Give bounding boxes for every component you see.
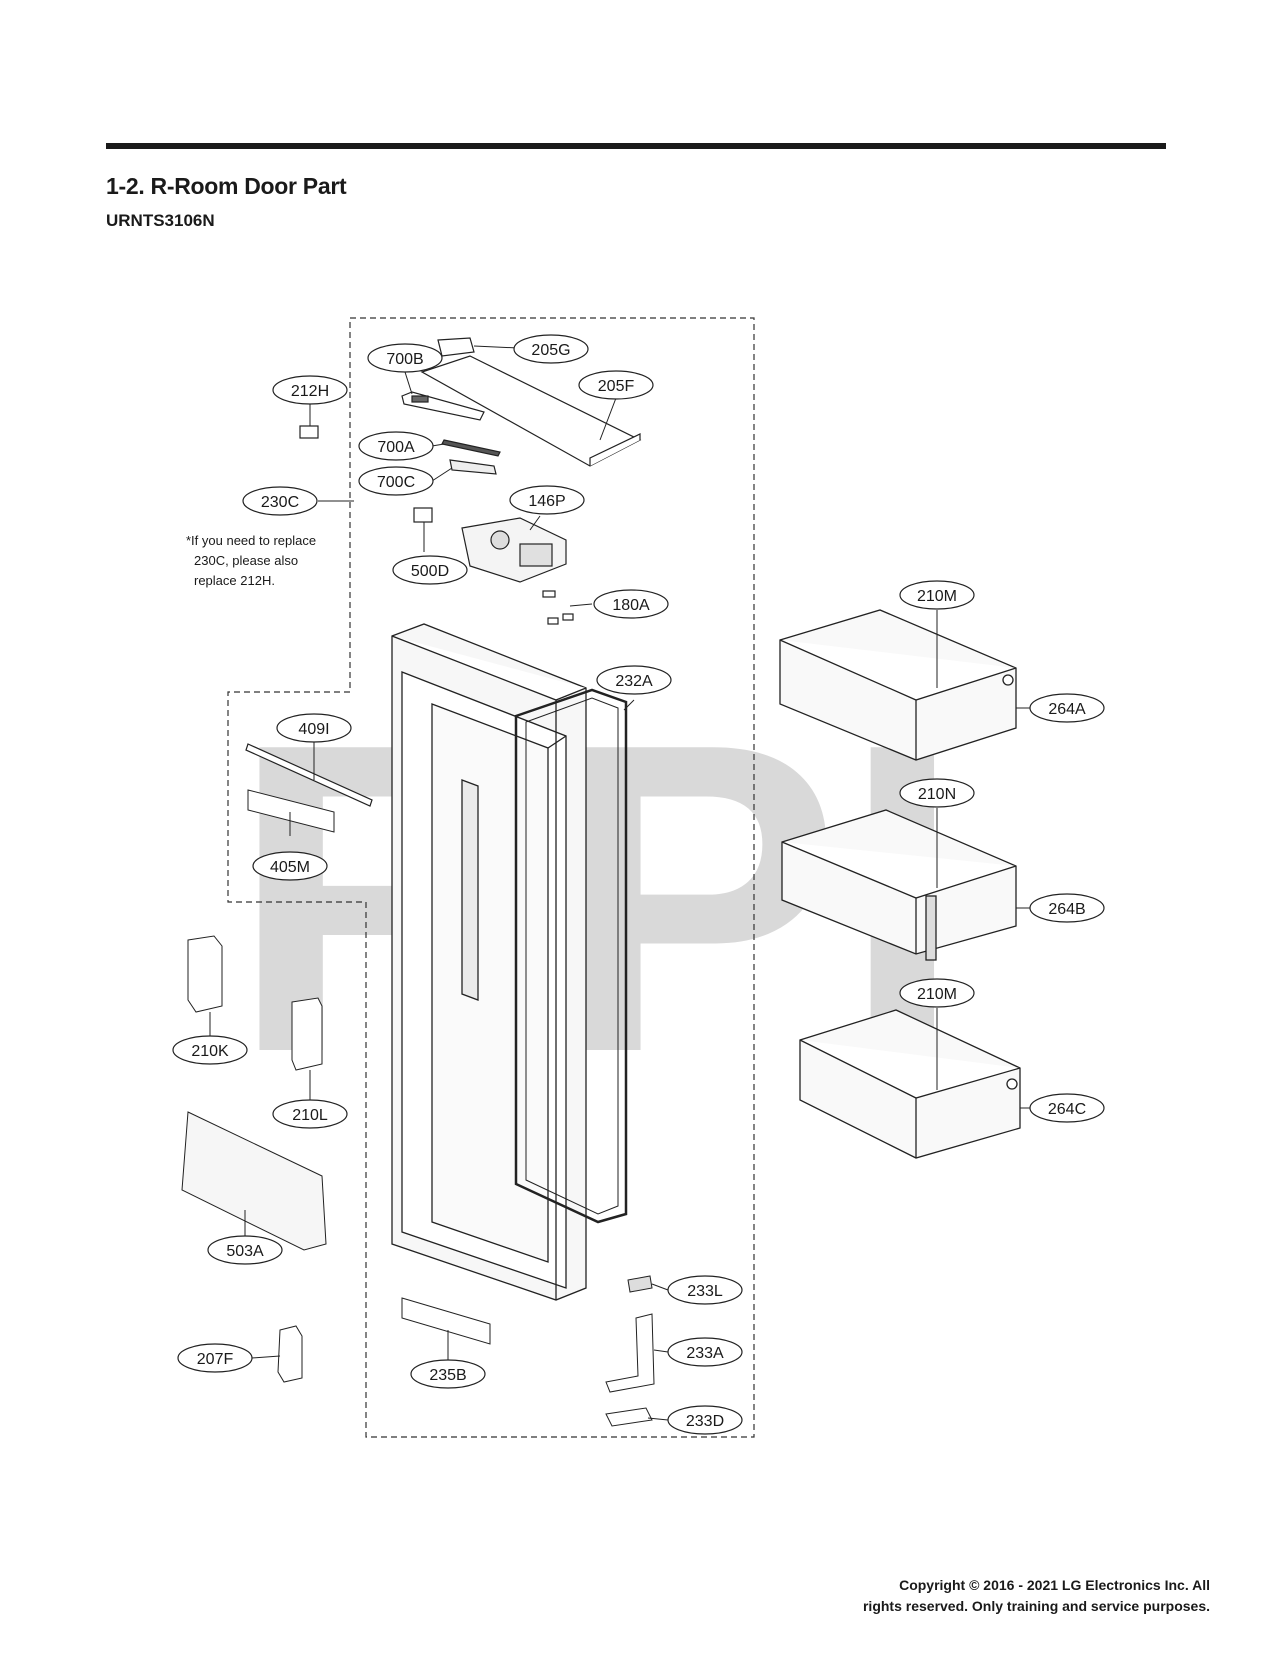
callout-230C: 230C xyxy=(261,494,299,511)
callout-503A: 503A xyxy=(226,1243,264,1260)
top-cover-assembly xyxy=(299,337,642,625)
copyright-line-2: rights reserved. Only training and servi… xyxy=(862,1598,1210,1614)
door-bin-middle xyxy=(781,809,1017,961)
callout-210M-bottom: 210M xyxy=(917,986,957,1003)
callout-212H: 212H xyxy=(291,383,329,400)
note-line-2: 230C, please also xyxy=(194,553,298,568)
callout-500D: 500D xyxy=(411,563,449,580)
part-409I xyxy=(245,743,373,807)
header-rule xyxy=(106,143,1166,149)
part-503A xyxy=(181,1111,327,1251)
part-405M xyxy=(247,789,335,833)
callout-205F: 205F xyxy=(598,378,635,395)
callout-233L: 233L xyxy=(687,1283,723,1300)
callout-146P: 146P xyxy=(528,493,565,510)
callout-205G: 205G xyxy=(531,342,570,359)
callout-207F: 207F xyxy=(197,1351,234,1368)
callout-180A: 180A xyxy=(612,597,650,614)
model-number: URNTS3106N xyxy=(106,211,215,230)
callout-bubbles xyxy=(172,334,1105,1435)
callout-233D: 233D xyxy=(686,1413,724,1430)
group-outline xyxy=(227,317,755,1438)
part-233A xyxy=(605,1313,655,1393)
callout-700C: 700C xyxy=(377,474,415,491)
callout-409I: 409I xyxy=(298,721,329,738)
callout-233A: 233A xyxy=(686,1345,724,1362)
note-line-1: *If you need to replace xyxy=(186,533,316,548)
copyright-notice: Copyright © 2016 - 2021 LG Electronics I… xyxy=(790,1575,1210,1617)
leader-lines xyxy=(209,345,1030,1421)
callout-264C: 264C xyxy=(1048,1101,1086,1118)
callout-210N: 210N xyxy=(918,786,956,803)
part-210L xyxy=(291,997,323,1071)
door-frame xyxy=(391,623,587,1301)
callout-210L: 210L xyxy=(292,1107,328,1124)
part-235B xyxy=(401,1297,491,1345)
callout-264B: 264B xyxy=(1048,901,1085,918)
callout-210K: 210K xyxy=(191,1043,229,1060)
part-233D xyxy=(605,1407,653,1427)
callout-235B: 235B xyxy=(429,1367,466,1384)
note-line-3: replace 212H. xyxy=(194,573,275,588)
part-210K xyxy=(187,935,223,1013)
callout-232A: 232A xyxy=(615,673,653,690)
page-title: 1-2. R-Room Door Part xyxy=(106,173,347,199)
callout-405M: 405M xyxy=(270,859,310,876)
door-bin-bottom xyxy=(799,1009,1021,1159)
callout-264A: 264A xyxy=(1048,701,1086,718)
door-gasket xyxy=(514,688,628,1224)
callout-210M-top: 210M xyxy=(917,588,957,605)
part-233L xyxy=(627,1275,653,1293)
door-bin-top xyxy=(779,609,1017,761)
callout-700B: 700B xyxy=(386,351,423,368)
copyright-line-1: Copyright © 2016 - 2021 LG Electronics I… xyxy=(899,1577,1210,1593)
callout-700A: 700A xyxy=(377,439,415,456)
part-207F xyxy=(277,1325,303,1383)
